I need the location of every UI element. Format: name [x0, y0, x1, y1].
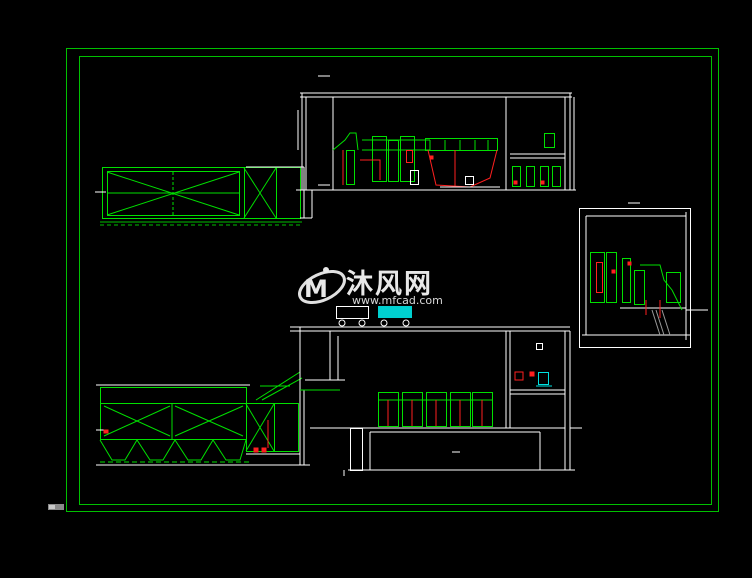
tank-trucks	[336, 306, 412, 327]
lower-tank-section	[99, 371, 303, 463]
mf-logo-icon: M	[298, 267, 346, 305]
watermark-brand: 沐风网	[346, 269, 433, 300]
upper-equipment-white	[318, 170, 500, 188]
watermark: M 沐风网 www.mfcad.com	[298, 267, 443, 307]
truck-grey	[336, 306, 369, 319]
right-small-section-red	[596, 261, 661, 318]
lower-equipment-red	[387, 371, 535, 426]
truck-cyan	[378, 306, 412, 318]
lower-tank-section-white	[96, 384, 310, 466]
lower-building-section	[290, 326, 582, 476]
lower-tank-section-red	[103, 420, 269, 453]
watermark-url: www.mfcad.com	[352, 294, 443, 307]
right-small-section-green	[590, 252, 683, 311]
upper-equipment-green	[332, 132, 561, 187]
lower-equipment-cyan	[536, 372, 552, 387]
drawing-frame	[66, 48, 719, 512]
svg-text:M: M	[304, 275, 328, 303]
right-small-section	[579, 202, 708, 348]
title-stamp	[48, 504, 64, 510]
inner-border	[79, 56, 712, 505]
upper-building-section	[296, 75, 576, 191]
lower-equipment-green	[300, 389, 493, 427]
right-small-section-grey	[651, 309, 671, 336]
outer-border	[66, 48, 719, 512]
upper-tank-plan	[100, 167, 302, 226]
